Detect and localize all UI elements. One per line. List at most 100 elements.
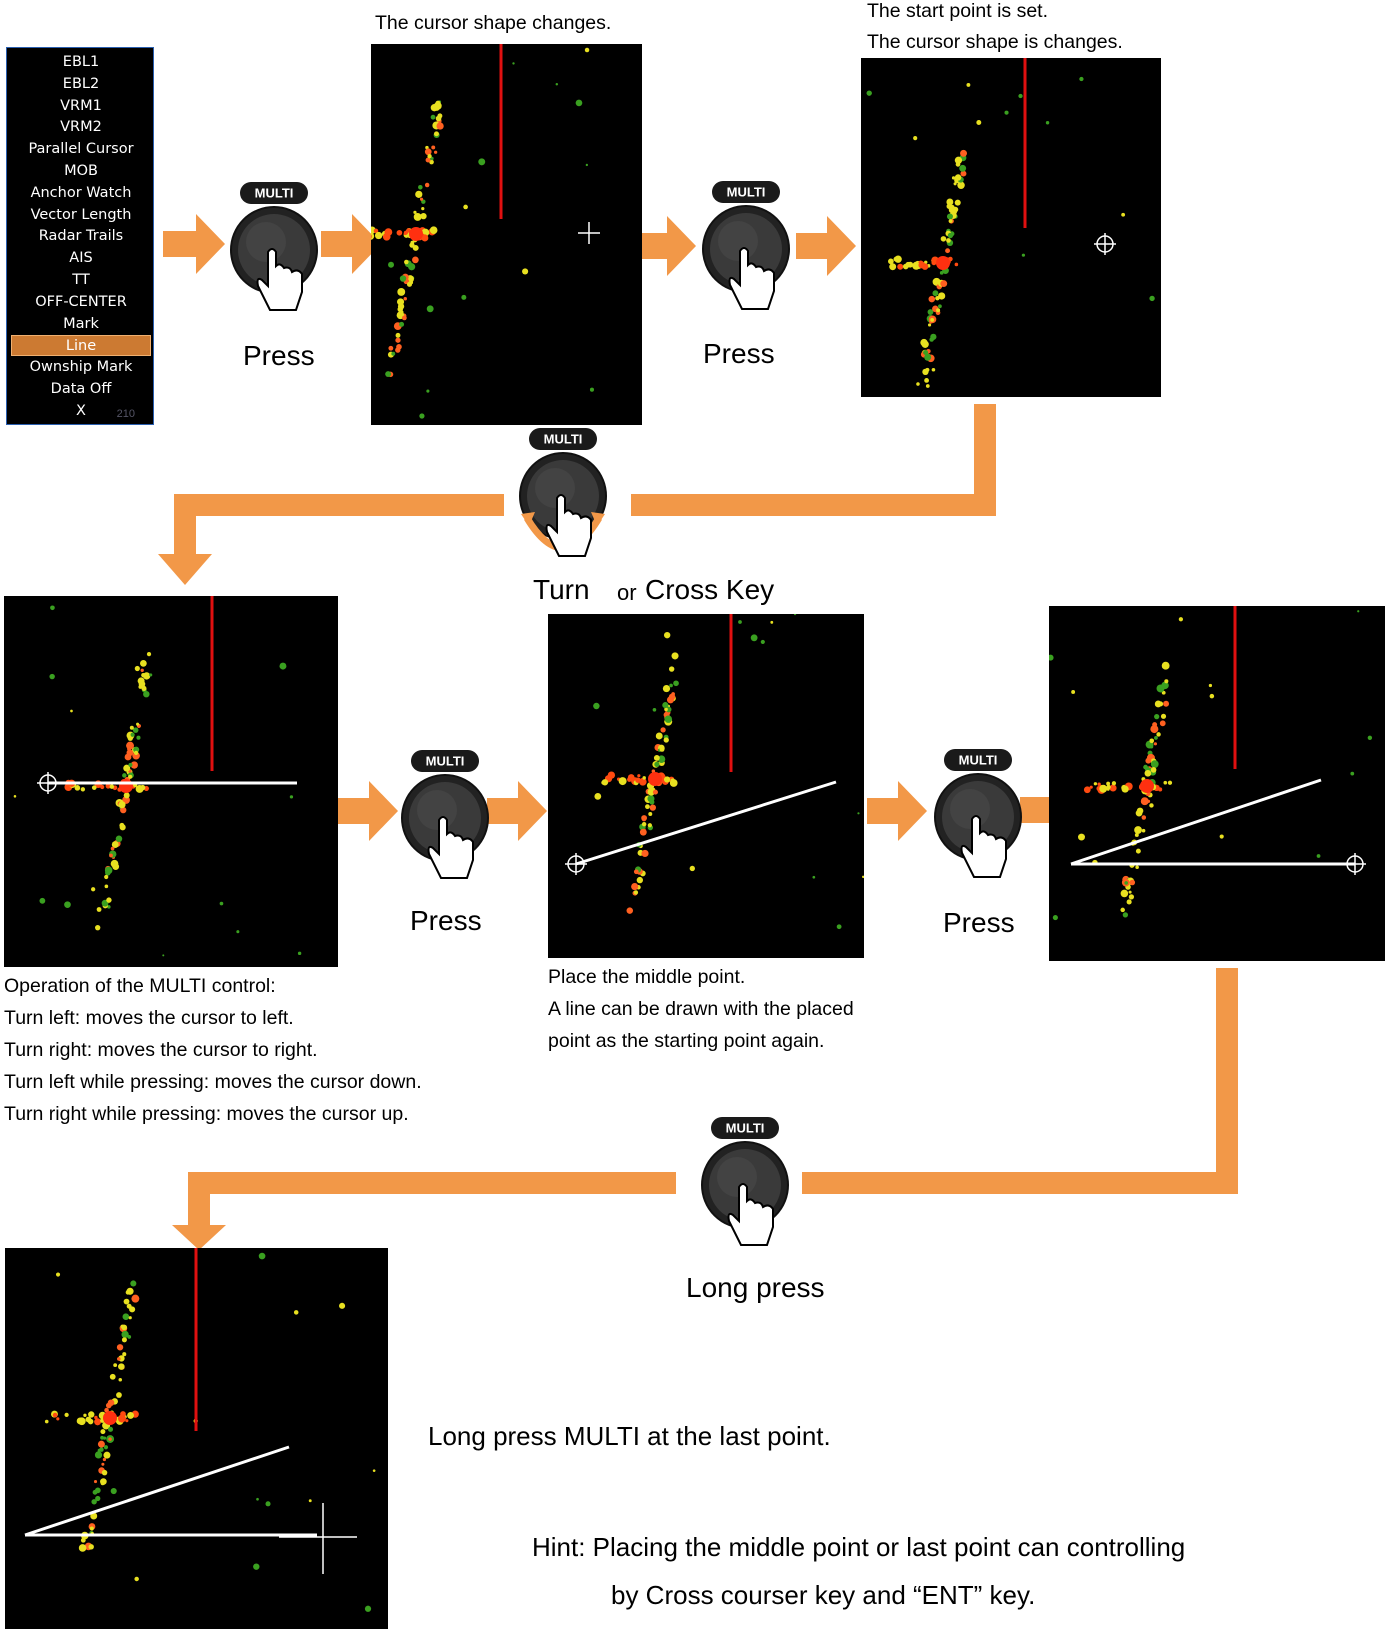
radar-echo [1049, 654, 1054, 661]
radar-echo [126, 1303, 132, 1309]
radar-echo [125, 1290, 131, 1295]
radar-echo [140, 659, 147, 667]
radar-echo [109, 784, 115, 789]
radar-screen-6 [5, 1248, 388, 1629]
radar-display [1049, 606, 1373, 921]
radar-echo [88, 1411, 95, 1418]
radar-echo [406, 281, 413, 287]
arrow-down [158, 554, 212, 585]
radar-echo [1161, 690, 1166, 695]
radar-echo [633, 890, 639, 895]
menu-item[interactable]: OFF-CENTER [35, 293, 127, 310]
radar-echo [395, 337, 401, 343]
radar-echo [134, 1576, 139, 1582]
radar-echo [648, 812, 653, 816]
radar-echo [668, 693, 676, 701]
radar-echo [80, 787, 86, 792]
radar-screen-5 [1049, 606, 1385, 961]
radar-echo [957, 181, 965, 190]
operation-line: Turn left while pressing: moves the curs… [4, 1071, 422, 1093]
menu-item[interactable]: X [76, 402, 86, 419]
hint-line-2: by Cross courser key and “ENT” key. [611, 1580, 1036, 1610]
radar-echo [947, 232, 954, 239]
radar-echo [1208, 683, 1213, 688]
radar-echo [660, 727, 666, 733]
menu-item[interactable]: Line [11, 335, 151, 357]
menu-item[interactable]: AIS [69, 250, 93, 267]
menu-item[interactable]: VRM1 [60, 97, 102, 114]
radar-echo [1163, 700, 1170, 707]
radar-echo [70, 709, 73, 713]
radar-echo [637, 774, 641, 778]
press-label: Press [243, 340, 315, 371]
radar-echo [664, 707, 668, 712]
radar-echo [633, 869, 639, 875]
menu-item[interactable]: Anchor Watch [30, 184, 132, 201]
radar-echo [115, 835, 123, 843]
multi-knob-press-1[interactable]: MULTI [218, 182, 330, 332]
connector [802, 1172, 1238, 1194]
radar-echo [1128, 890, 1132, 894]
radar-echo [594, 793, 602, 800]
long-press-label: Long press [686, 1272, 825, 1303]
radar-echo [289, 795, 294, 799]
radar-echo [404, 259, 409, 265]
middle-caption: Place the middle point. [548, 966, 746, 988]
menu-item[interactable]: EBL2 [62, 75, 100, 92]
menu-item[interactable]: MOB [64, 163, 98, 179]
radar-display [13, 596, 302, 957]
radar-echo [117, 1357, 121, 1361]
arrow-right [163, 214, 225, 274]
svg-text:MULTI: MULTI [544, 432, 583, 447]
radar-echo [1111, 781, 1117, 786]
multi-knob-press-3[interactable]: MULTI [389, 750, 501, 900]
radar-echo [1150, 767, 1157, 773]
radar-echo [1141, 828, 1146, 833]
radar-echo [960, 170, 967, 177]
radar-echo [100, 784, 105, 790]
radar-echo [64, 901, 71, 908]
radar-echo [555, 83, 559, 86]
menu-item[interactable]: Parallel Cursor [28, 141, 134, 158]
menu-item[interactable]: Ownship Mark [29, 359, 133, 376]
radar-echo [925, 367, 930, 372]
radar-echo [434, 131, 439, 137]
radar-echo [412, 256, 419, 264]
menu-item[interactable]: Vector Length [30, 206, 132, 223]
menu-item[interactable]: EBL1 [62, 54, 100, 70]
radar-echo [1154, 714, 1160, 720]
multi-knob-turn[interactable]: MULTI [507, 428, 619, 578]
multi-knob-press-2[interactable]: MULTI [690, 181, 802, 331]
menu-item[interactable]: TT [72, 272, 90, 288]
radar-echo [133, 746, 140, 753]
radar-echo [918, 261, 926, 269]
multi-knob-long-press[interactable]: MULTI [689, 1117, 801, 1267]
radar-echo [140, 668, 144, 672]
radar-echo [126, 749, 134, 757]
radar-echo [738, 620, 742, 624]
radar-echo [253, 1563, 260, 1570]
radar-echo [431, 145, 436, 150]
radar-echo [419, 413, 425, 419]
radar-echo [522, 268, 529, 275]
radar-echo [1159, 720, 1166, 727]
radar-echo [946, 238, 951, 243]
radar-echo [463, 204, 468, 210]
radar-echo [1135, 865, 1139, 870]
radar-echo [1079, 76, 1084, 82]
radar-echo [905, 261, 911, 268]
radar-echo [121, 1330, 129, 1339]
radar-echo [954, 262, 959, 267]
radar-echo [663, 631, 671, 639]
radar-echo [427, 154, 432, 159]
radar-echo [128, 1316, 132, 1320]
menu-item[interactable]: Radar Trails [38, 228, 124, 245]
radar-echo [635, 777, 641, 783]
menu-item[interactable]: Data Off [50, 381, 112, 397]
menu-item[interactable]: VRM2 [60, 119, 102, 136]
menu-item[interactable]: Mark [63, 315, 99, 332]
radar-echo [1021, 253, 1026, 257]
radar-echo [954, 174, 962, 181]
radar-echo [931, 367, 936, 372]
multi-knob-press-4[interactable]: MULTI [922, 749, 1034, 899]
